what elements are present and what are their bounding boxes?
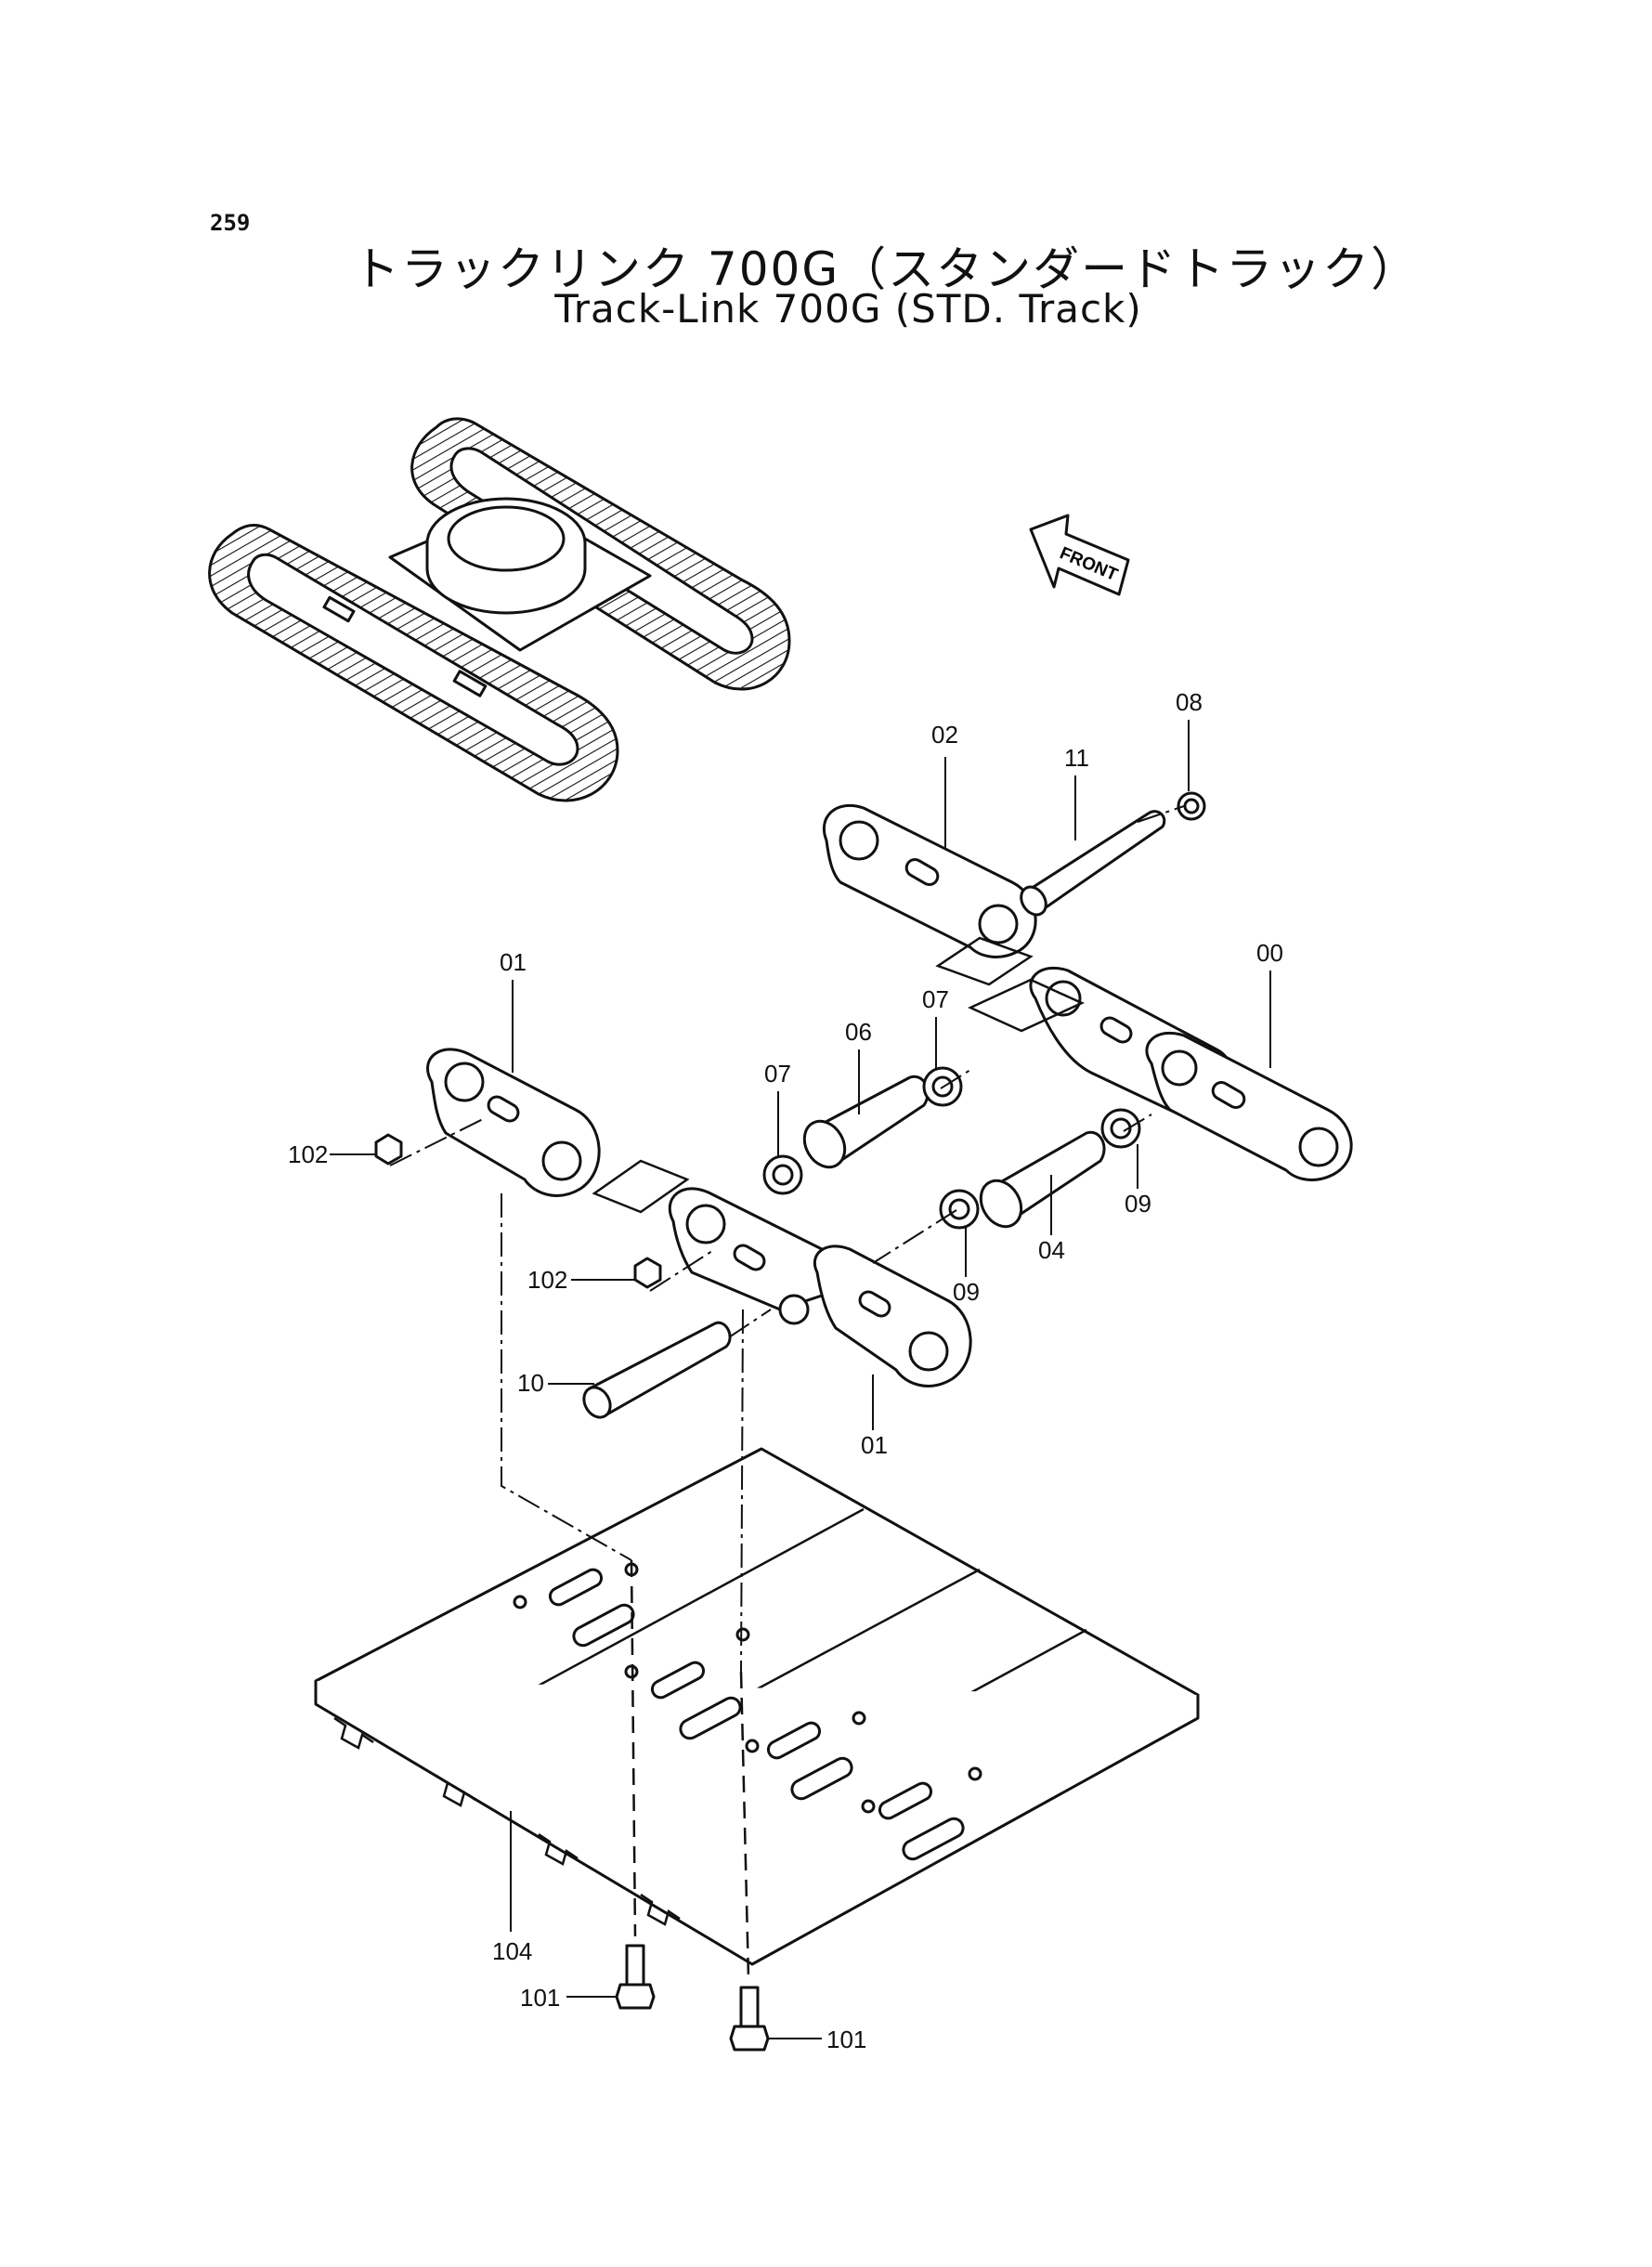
undercarriage-overview: [208, 417, 791, 802]
callout-01-lower: 01: [861, 1431, 888, 1459]
part-01-link-lower: [668, 1187, 972, 1388]
part-07-seal-lower: [762, 1154, 803, 1195]
callout-09-upper: 09: [1125, 1190, 1151, 1218]
callout-10: 10: [517, 1369, 544, 1397]
part-04-bushing: [979, 1130, 1106, 1229]
callout-101-left: 101: [520, 1984, 560, 2012]
callout-02: 02: [931, 721, 958, 749]
part-09-seal-lower: [939, 1189, 980, 1230]
callout-09-lower: 09: [953, 1278, 980, 1306]
callout-01-upper: 01: [500, 948, 527, 976]
front-direction-arrow: FRONT: [1029, 514, 1130, 596]
part-102-nut-lower: [633, 1257, 662, 1289]
callout-102-lower: 102: [527, 1266, 567, 1294]
master-link-contact-plane: [967, 978, 1086, 1033]
leader-lines: [330, 720, 1271, 2039]
assembly-centre-lines: [389, 805, 1185, 1979]
callout-104: 104: [492, 1937, 532, 1965]
callout-labels: 02 11 08 00 01 07 06 07 04 09 09 01 102 …: [288, 688, 1283, 2053]
callout-08: 08: [1176, 688, 1203, 716]
part-11-pin: [1020, 810, 1166, 917]
part-01-link-upper: [426, 1048, 690, 1214]
part-08-snap-ring: [1177, 791, 1206, 821]
title-english: Track-Link 700G (STD. Track): [554, 286, 1142, 332]
callout-07-upper: 07: [922, 985, 949, 1013]
part-02-link: [822, 803, 1037, 986]
title-japanese: トラックリンク 700G（スタンダードトラック）: [353, 242, 1420, 296]
callout-00: 00: [1256, 939, 1283, 967]
callout-101-right: 101: [826, 2026, 866, 2053]
callout-07-lower: 07: [764, 1060, 791, 1088]
callout-102-upper: 102: [288, 1140, 328, 1168]
part-101-bolt-left: [615, 1944, 656, 2010]
part-104-track-shoes: [314, 1447, 1200, 1966]
part-101-bolt-right: [729, 1986, 770, 2052]
callout-11: 11: [1064, 744, 1089, 772]
part-00-master-link: [1029, 966, 1353, 1181]
callout-06: 06: [845, 1018, 872, 1046]
part-102-nut-upper: [374, 1133, 403, 1166]
page-number: 259: [210, 210, 251, 236]
part-10-pin: [582, 1321, 732, 1419]
callout-04: 04: [1038, 1236, 1065, 1264]
part-06-bushing: [802, 1075, 930, 1169]
part-09-seal-upper: [1100, 1108, 1141, 1149]
